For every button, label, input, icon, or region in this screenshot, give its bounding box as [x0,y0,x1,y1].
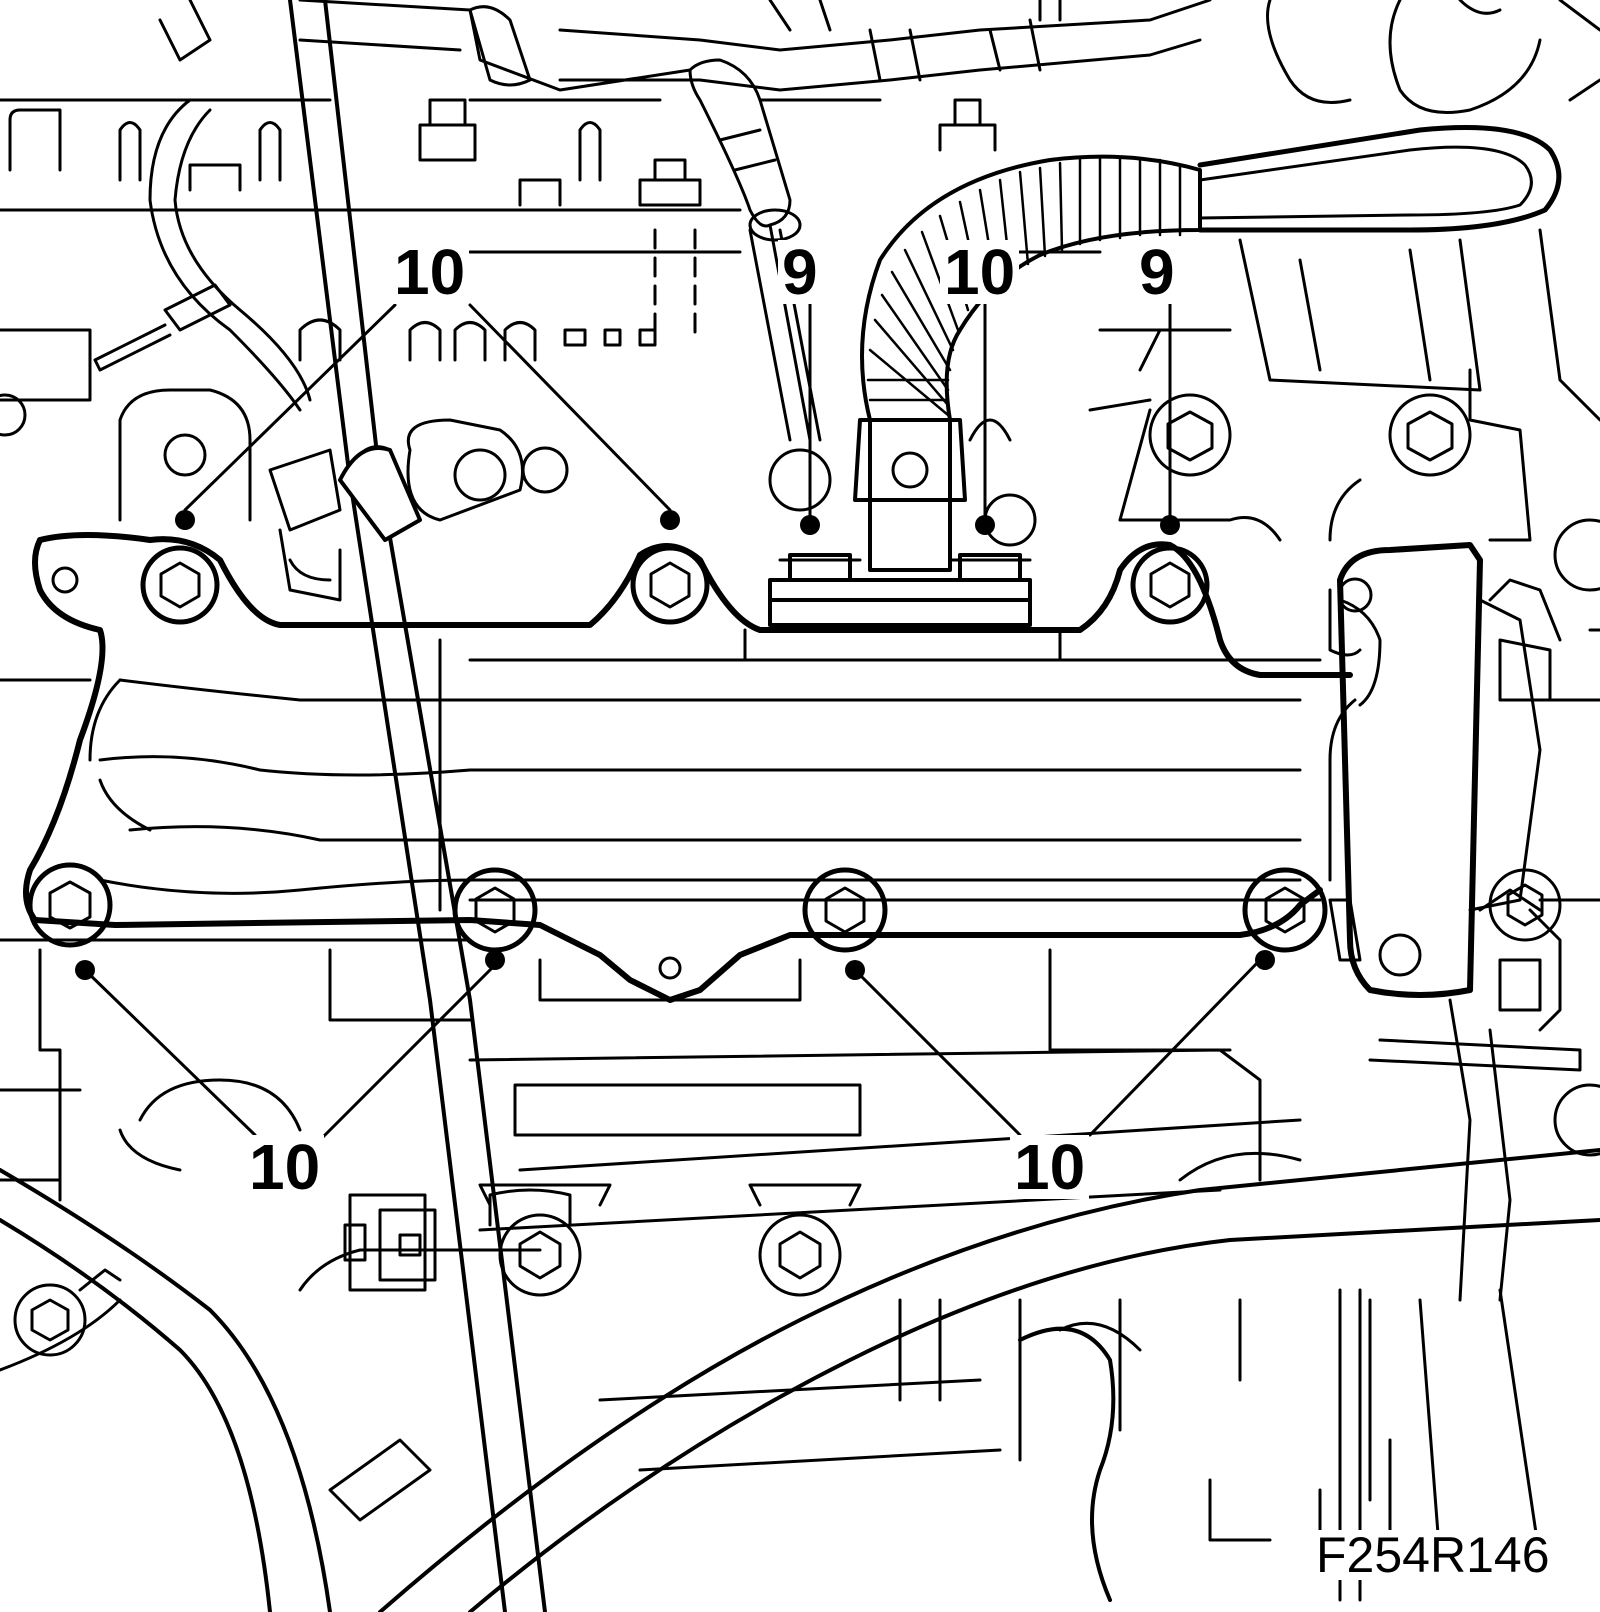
callout-10-bottom-right: 10 [1010,1135,1090,1199]
engine-block-background [0,98,1542,1602]
callout-dots [75,510,1275,980]
callout-10-bottom-left: 10 [245,1135,325,1199]
callout-10-top-left: 10 [390,240,470,304]
manifold-bolts-top [140,545,1210,625]
exhaust-manifold [23,532,1562,1003]
callout-9-top-middle: 9 [778,240,822,304]
figure-code: F254R146 [1310,1530,1556,1580]
wiring-harness [93,0,1212,442]
left-bracket-parts [268,398,1152,602]
corrugated-hose [853,125,1562,572]
callout-leaders [83,250,1262,1142]
callout-10-top-middle: 10 [940,240,1020,304]
callout-9-top-right: 9 [1135,240,1179,304]
engine-right-details [1118,0,1600,1302]
